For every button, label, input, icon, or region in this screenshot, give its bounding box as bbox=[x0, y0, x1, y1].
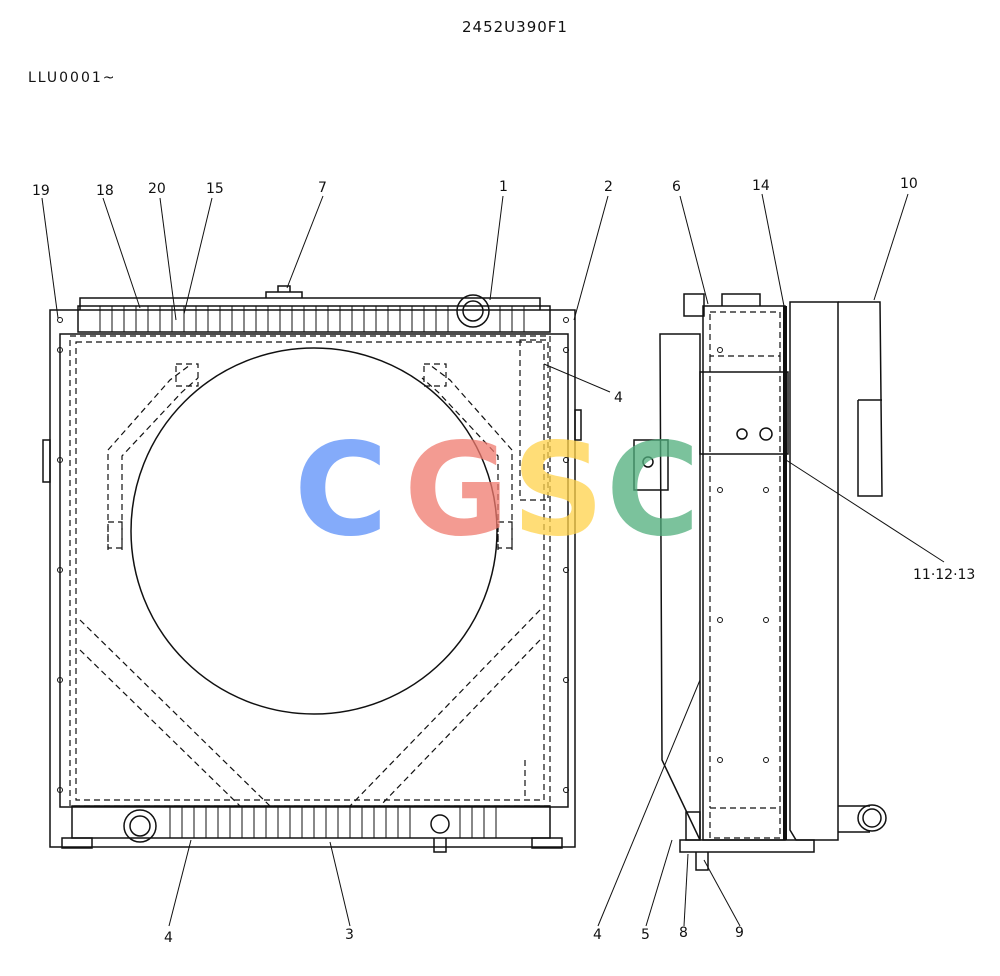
callout-4-front-right: 4 bbox=[614, 390, 623, 406]
callout-18: 18 bbox=[96, 183, 114, 199]
air-inlet-pipe bbox=[838, 301, 883, 497]
side-view bbox=[633, 293, 887, 871]
watermark-letter-s: S bbox=[512, 416, 604, 565]
watermark-letter-g: G bbox=[404, 416, 509, 565]
watermark-letter-c1: C bbox=[294, 416, 388, 565]
callout-8: 8 bbox=[679, 925, 688, 941]
watermark-logo: C G S C bbox=[294, 416, 700, 565]
filler-cap bbox=[265, 285, 303, 298]
callout-14: 14 bbox=[752, 178, 770, 194]
callout-20: 20 bbox=[148, 181, 166, 197]
callout-15: 15 bbox=[206, 181, 224, 197]
callout-4-side: 4 bbox=[593, 927, 602, 943]
side-base bbox=[679, 839, 815, 853]
side-filler-cap bbox=[721, 293, 761, 306]
callout-6: 6 bbox=[672, 179, 681, 195]
fan-opening bbox=[130, 347, 498, 715]
top-port bbox=[456, 294, 490, 328]
callout-2: 2 bbox=[604, 179, 613, 195]
serial-range: LLU0001~ bbox=[28, 70, 117, 86]
callout-labels: 19 18 20 15 7 1 2 4 6 14 10 11·12·13 4 3… bbox=[32, 176, 975, 946]
watermark-letter-c2: C bbox=[606, 416, 700, 565]
drain-cock bbox=[433, 838, 447, 853]
bottom-port bbox=[123, 809, 157, 843]
side-core bbox=[702, 305, 786, 841]
side-shroud bbox=[659, 333, 701, 841]
front-frame bbox=[49, 309, 576, 848]
callout-1: 1 bbox=[499, 179, 508, 195]
top-tank-fins bbox=[99, 306, 525, 332]
callout-19: 19 bbox=[32, 183, 50, 199]
top-tank bbox=[79, 297, 541, 310]
callout-9: 9 bbox=[735, 925, 744, 941]
leader-lines bbox=[41, 193, 945, 927]
callout-10: 10 bbox=[900, 176, 918, 192]
callout-5: 5 bbox=[641, 927, 650, 943]
drawing-number: 2452U390F1 bbox=[462, 18, 568, 36]
callout-7: 7 bbox=[318, 180, 327, 196]
callout-11-12-13: 11·12·13 bbox=[913, 567, 975, 583]
core-outline bbox=[69, 335, 551, 807]
front-view bbox=[42, 285, 582, 853]
callout-3: 3 bbox=[345, 927, 354, 943]
bottom-tank-fins bbox=[169, 806, 497, 838]
side-cooler bbox=[789, 301, 839, 841]
bottom-tank bbox=[71, 805, 551, 839]
callout-4-front-bottom: 4 bbox=[164, 930, 173, 946]
